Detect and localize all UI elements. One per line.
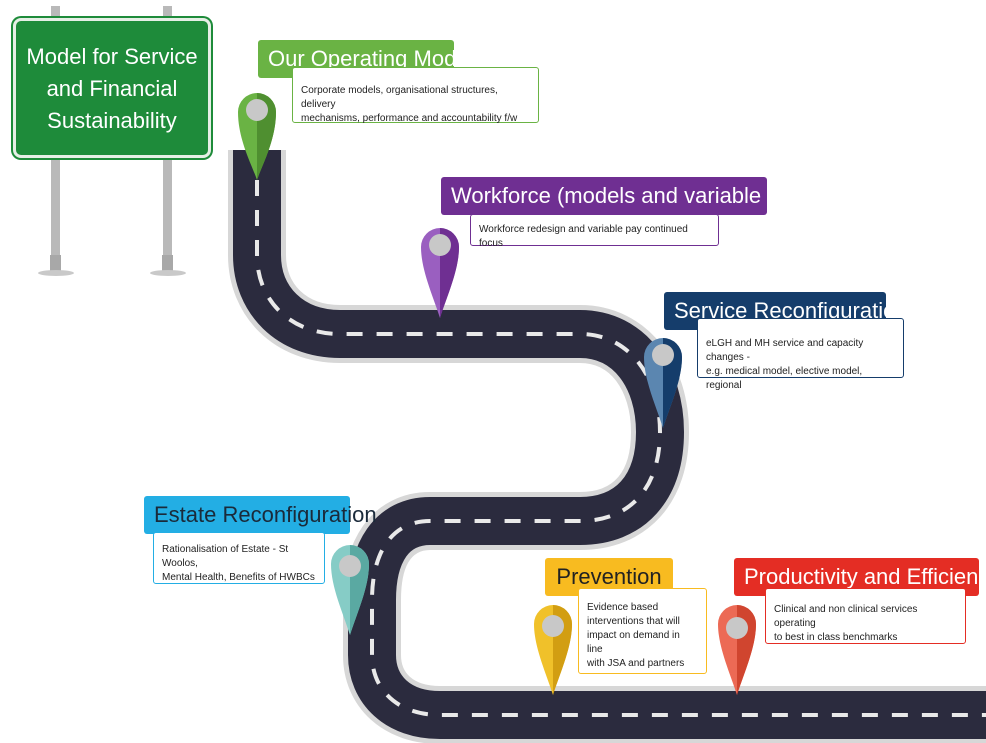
milestone-title-estate-reconfiguration: Estate Reconfiguration bbox=[144, 496, 377, 534]
desc-line: with JSA and partners bbox=[587, 658, 685, 669]
desc-line: interventions that will bbox=[587, 616, 680, 627]
desc-line: eLGH and MH service and capacity changes… bbox=[706, 338, 864, 363]
desc-line: Corporate models, organisational structu… bbox=[301, 85, 498, 110]
milestone-title-workforce: Workforce (models and variable pay) bbox=[441, 177, 810, 215]
desc-line: Evidence based bbox=[587, 602, 659, 613]
road bbox=[228, 150, 986, 743]
milestone-desc-operating-model: Corporate models, organisational structu… bbox=[292, 67, 539, 124]
sign-line-3: Sustainability bbox=[47, 108, 177, 133]
pin-operating-model bbox=[238, 93, 276, 180]
desc-line: Rationalisation of Estate - St Woolos, bbox=[162, 544, 289, 569]
pin-workforce bbox=[421, 228, 459, 318]
sign-line-2: and Financial bbox=[46, 76, 178, 101]
desc-line: Workforce redesign and variable pay cont… bbox=[479, 224, 688, 249]
desc-line: to best in class benchmarks bbox=[774, 632, 898, 643]
pin-prevention bbox=[534, 605, 572, 695]
pin-service-reconfiguration bbox=[644, 338, 682, 428]
pin-estate-reconfiguration bbox=[331, 545, 369, 635]
desc-line: Clinical and non clinical services opera… bbox=[774, 604, 918, 629]
milestone-desc-service-reconfiguration: eLGH and MH service and capacity changes… bbox=[697, 318, 904, 391]
roadmap-sign: Model for Service and Financial Sustaina… bbox=[13, 18, 211, 158]
pin-productivity bbox=[718, 605, 756, 695]
desc-line: e.g. medical model, elective model, regi… bbox=[706, 366, 863, 391]
desc-line: impact on demand in line bbox=[587, 630, 680, 655]
milestone-desc-prevention: Evidence based interventions that will i… bbox=[578, 588, 707, 674]
sign-line-1: Model for Service bbox=[26, 44, 198, 69]
milestone-desc-workforce: Workforce redesign and variable pay cont… bbox=[470, 214, 719, 249]
milestone-desc-estate-reconfiguration: Rationalisation of Estate - St Woolos, M… bbox=[153, 532, 325, 584]
desc-line: Mental Health, Benefits of HWBCs bbox=[162, 572, 315, 583]
desc-line: mechanisms, performance and accountabili… bbox=[301, 113, 518, 124]
milestone-desc-productivity: Clinical and non clinical services opera… bbox=[765, 588, 966, 644]
